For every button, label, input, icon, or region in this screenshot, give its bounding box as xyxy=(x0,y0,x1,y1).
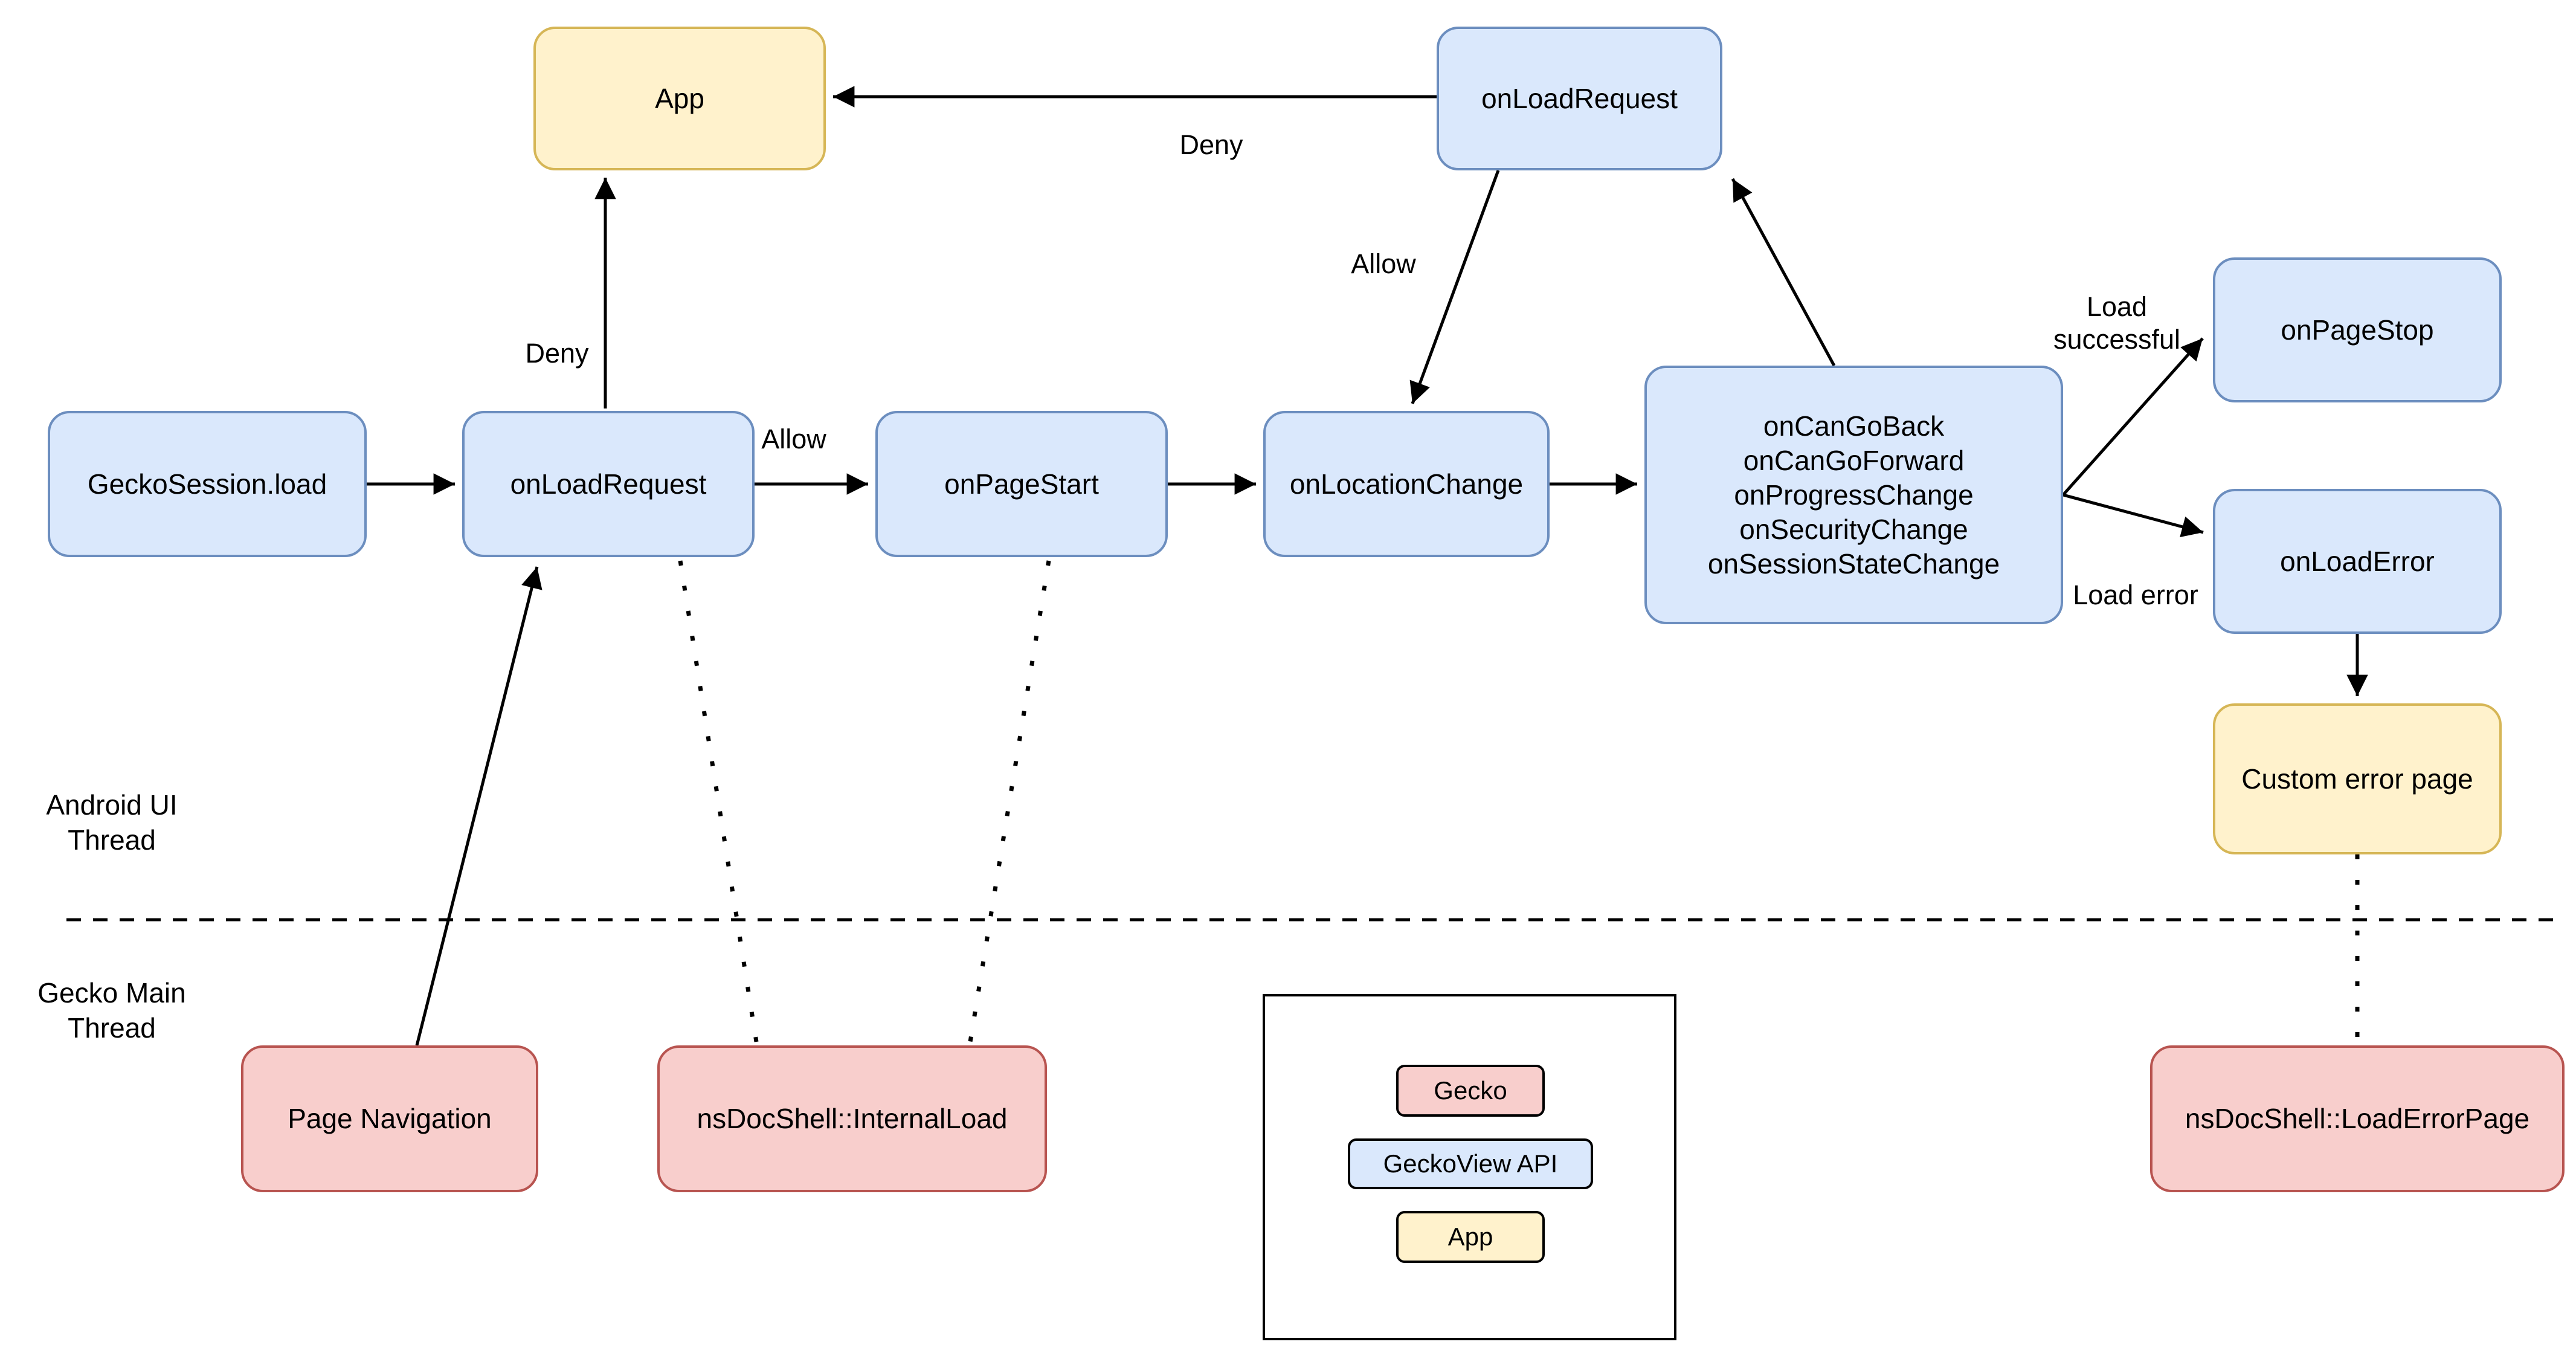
node-on-page-start: onPageStart xyxy=(875,411,1168,557)
edge-stategroup-to-onloaderror xyxy=(2062,493,2204,537)
node-on-load-request-top: onLoadRequest xyxy=(1437,27,1722,170)
node-state-change-group: onCanGoBack onCanGoForward onProgressCha… xyxy=(1644,366,2063,624)
edge-stategroup-to-onloadrequesttop xyxy=(1731,178,1836,367)
lane-label-gecko-main-thread: Gecko Main Thread xyxy=(37,975,185,1045)
edge-label-load-successful-line1: Load xyxy=(2086,291,2148,322)
node-gecko-session-load-label: GeckoSession.load xyxy=(87,468,327,500)
node-on-location-change-label: onLocationChange xyxy=(1289,468,1524,500)
node-custom-error-page: Custom error page xyxy=(2213,703,2502,854)
node-nsdocshell-internal-load-label: nsDocShell::InternalLoad xyxy=(697,1103,1008,1134)
edge-label-deny-mid: Deny xyxy=(525,338,589,369)
node-page-navigation: Page Navigation xyxy=(241,1045,538,1192)
edge-pagenavigation-to-onloadrequest xyxy=(415,566,543,1046)
node-nsdocshell-internal-load: nsDocShell::InternalLoad xyxy=(657,1045,1047,1192)
legend-chip-geckoview-api-label: GeckoView API xyxy=(1383,1149,1558,1178)
state-change-line: onProgressChange xyxy=(1734,479,1974,511)
node-on-load-request-top-label: onLoadRequest xyxy=(1481,82,1678,114)
node-gecko-session-load: GeckoSession.load xyxy=(48,411,367,557)
legend-box: Gecko GeckoView API App xyxy=(1263,994,1676,1340)
state-change-line: onCanGoForward xyxy=(1743,444,1965,476)
node-custom-error-page-label: Custom error page xyxy=(2241,763,2473,795)
lane-label-gecko-main-line1: Gecko Main xyxy=(37,977,186,1009)
edge-label-load-error: Load error xyxy=(2073,580,2198,610)
edge-stategroup-to-onpagestop xyxy=(2062,337,2204,496)
legend-chip-gecko: Gecko xyxy=(1396,1065,1545,1117)
node-nsdocshell-load-error-page-label: nsDocShell::LoadErrorPage xyxy=(2185,1103,2530,1134)
node-on-page-stop: onPageStop xyxy=(2213,257,2502,402)
edge-label-load-successful: Load successful xyxy=(2053,291,2180,356)
edge-label-allow-mid: Allow xyxy=(761,424,826,454)
node-on-load-request-label: onLoadRequest xyxy=(510,468,707,500)
node-on-load-request: onLoadRequest xyxy=(462,411,755,557)
legend-chip-app-label: App xyxy=(1447,1222,1493,1251)
node-page-navigation-label: Page Navigation xyxy=(288,1103,492,1134)
state-change-line: onCanGoBack xyxy=(1763,410,1945,442)
lane-label-android-ui-thread: Android UI Thread xyxy=(46,787,177,857)
edge-onpagestart-to-internalload-dotted xyxy=(968,560,1051,1042)
legend-chip-app: App xyxy=(1396,1211,1545,1263)
node-on-location-change: onLocationChange xyxy=(1263,411,1550,557)
lane-label-gecko-main-line2: Thread xyxy=(68,1012,156,1044)
lane-label-android-ui-line2: Thread xyxy=(68,824,156,856)
node-on-load-error: onLoadError xyxy=(2213,489,2502,634)
edge-onloadrequest-to-internalload-dotted xyxy=(678,560,759,1042)
node-on-page-start-label: onPageStart xyxy=(944,468,1099,500)
state-change-line: onSecurityChange xyxy=(1739,513,1968,545)
legend-chip-gecko-label: Gecko xyxy=(1434,1076,1507,1105)
edge-label-load-successful-line2: successful xyxy=(2053,324,2181,355)
node-on-page-stop-label: onPageStop xyxy=(2281,314,2434,346)
node-on-load-error-label: onLoadError xyxy=(2280,545,2435,577)
edge-onloadrequesttop-to-onlocationchange-allow xyxy=(1409,170,1500,404)
node-app-label: App xyxy=(655,82,704,114)
node-nsdocshell-load-error-page: nsDocShell::LoadErrorPage xyxy=(2150,1045,2565,1192)
legend-chip-geckoview-api: GeckoView API xyxy=(1348,1138,1593,1189)
edge-label-allow-top: Allow xyxy=(1351,248,1416,279)
lane-label-android-ui-line1: Android UI xyxy=(46,789,178,821)
state-change-line: onSessionStateChange xyxy=(1707,547,2000,580)
node-app: App xyxy=(533,27,826,170)
edge-label-deny-top: Deny xyxy=(1179,129,1243,160)
